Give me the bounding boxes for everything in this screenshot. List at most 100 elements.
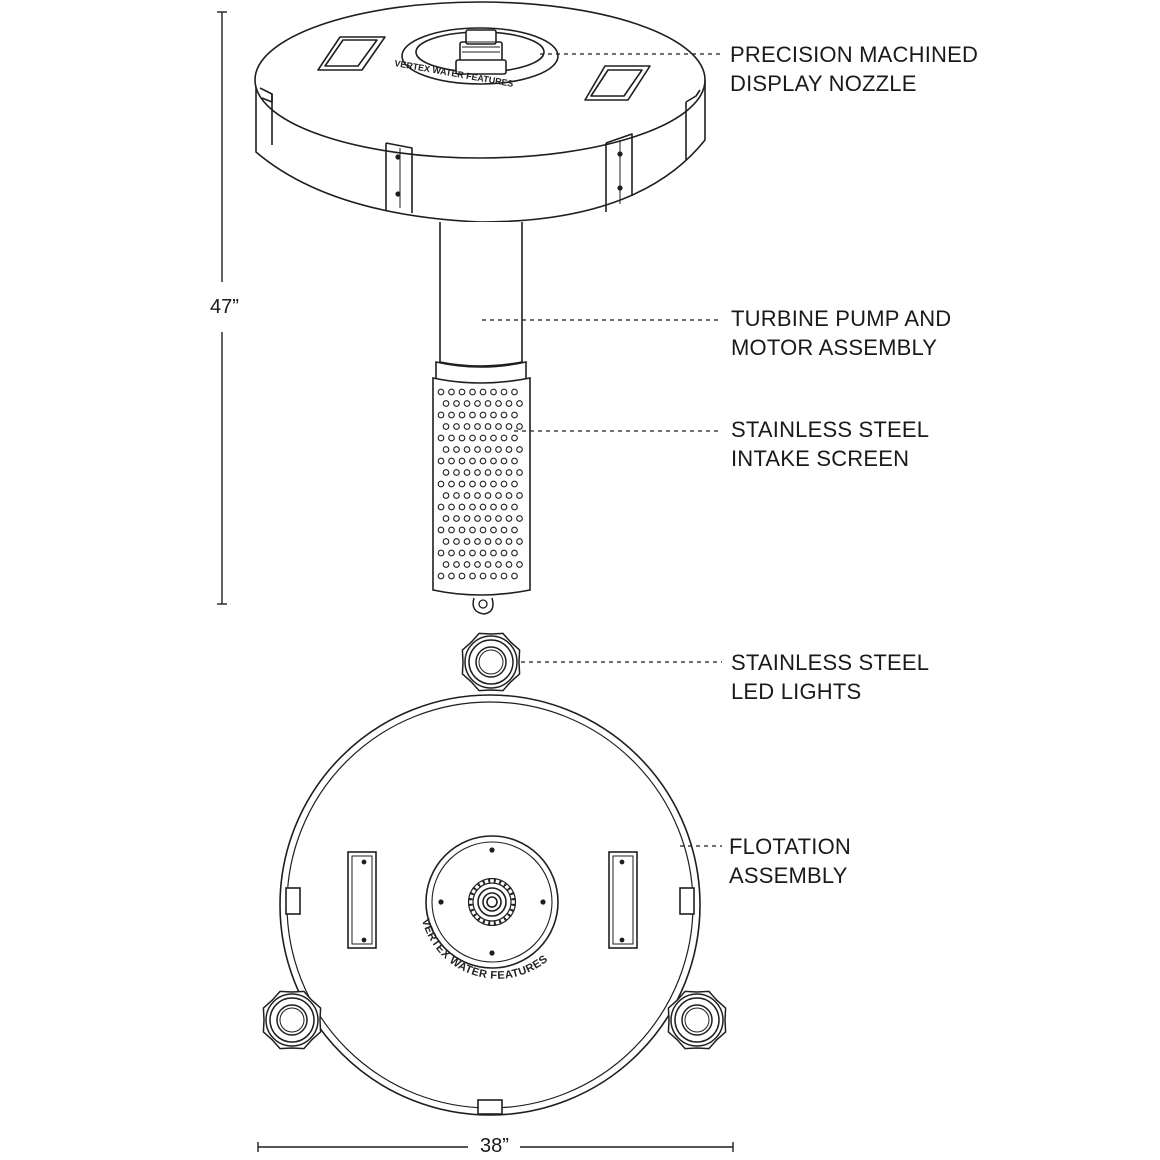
screen-hole [479,503,487,511]
screen-hole [474,515,481,522]
width-dimension-line [257,1142,734,1152]
screen-hole [516,469,523,476]
callout-pump-line1: TURBINE PUMP AND [731,306,952,331]
screen-hole [490,549,497,557]
screen-hole [442,469,450,476]
screen-hole [490,503,497,511]
screen-hole [479,434,487,442]
screen-hole [448,434,455,442]
screen-hole [453,446,460,453]
screen-hole [495,515,502,522]
screen-hole [474,561,481,568]
screen-hole [437,388,445,396]
screen-hole [495,400,502,407]
screen-hole [437,480,445,488]
screen-hole [495,446,502,453]
screen-hole [453,400,460,407]
led-light-top [461,632,521,692]
screen-hole [442,492,450,499]
screen-hole [495,538,502,545]
screen-hole [500,503,508,511]
callout-float-line2: ASSEMBLY [729,863,848,888]
screen-hole [469,549,476,557]
screen-hole [505,561,513,568]
screen-hole [479,457,487,465]
screen-hole [516,423,523,430]
callout-float-line1: FLOTATION [729,834,851,859]
screen-hole [453,515,460,522]
screen-hole [437,411,445,419]
screen-hole [474,446,481,453]
screen-hole [500,457,508,465]
screen-hole [479,526,487,534]
screen-hole [437,457,445,465]
screen-hole [442,423,450,430]
screen-hole [500,526,508,534]
screen-hole [500,572,508,580]
screen-hole [495,469,502,476]
screen-hole [442,515,450,522]
screen-hole [453,492,460,499]
screen-hole [437,503,445,511]
screen-hole [484,400,492,407]
screen-hole [453,561,460,568]
screen-hole [484,538,492,545]
screen-hole [500,434,508,442]
callout-pump: TURBINE PUMP AND MOTOR ASSEMBLY [731,304,951,362]
screen-hole [474,423,481,430]
screen-hole [458,480,466,488]
screen-hole [479,549,487,557]
screen-hole [505,400,513,407]
callout-lights: STAINLESS STEEL LED LIGHTS [731,648,929,706]
screen-hole [448,411,455,419]
width-dimension-label: 38” [476,1135,513,1158]
screen-hole [458,411,466,419]
screen-hole [511,480,518,488]
screen-hole [469,480,476,488]
callout-pump-line2: MOTOR ASSEMBLY [731,335,938,360]
screen-hole [442,538,450,545]
screen-hole [469,388,476,396]
screen-hole [463,538,471,545]
screen-hole [511,434,518,442]
led-light-right [667,990,727,1050]
screen-hole [490,572,497,580]
screen-hole [479,388,487,396]
screen-hole [469,411,476,419]
screen-hole [516,446,523,453]
screen-hole [484,492,492,499]
screen-hole [495,492,502,499]
screen-hole [500,549,508,557]
screen-hole [484,561,492,568]
callout-nozzle-line2: DISPLAY NOZZLE [730,71,917,96]
screen-hole [490,457,497,465]
screen-hole [437,549,445,557]
callout-lights-line2: LED LIGHTS [731,679,862,704]
screen-hole [442,446,450,453]
screen-hole [505,492,513,499]
screen-hole [505,538,513,545]
screen-hole [463,469,471,476]
screen-hole [474,469,481,476]
screen-hole [511,503,518,511]
screen-hole [479,572,487,580]
float-top-view [279,694,701,1116]
screen-hole [516,561,523,568]
screen-hole [437,526,445,534]
screen-hole [516,538,523,545]
callout-nozzle: PRECISION MACHINED DISPLAY NOZZLE [730,40,978,98]
screen-hole [437,572,445,580]
screen-hole [442,400,450,407]
screen-hole [511,572,518,580]
screen-hole [463,423,471,430]
screen-hole [484,446,492,453]
screen-hole [500,411,508,419]
screen-hole [458,388,466,396]
screen-hole [511,411,518,419]
screen-hole [458,549,466,557]
screen-hole [453,423,460,430]
callout-float: FLOTATION ASSEMBLY [729,832,851,890]
screen-hole [516,515,523,522]
screen-hole [458,434,466,442]
